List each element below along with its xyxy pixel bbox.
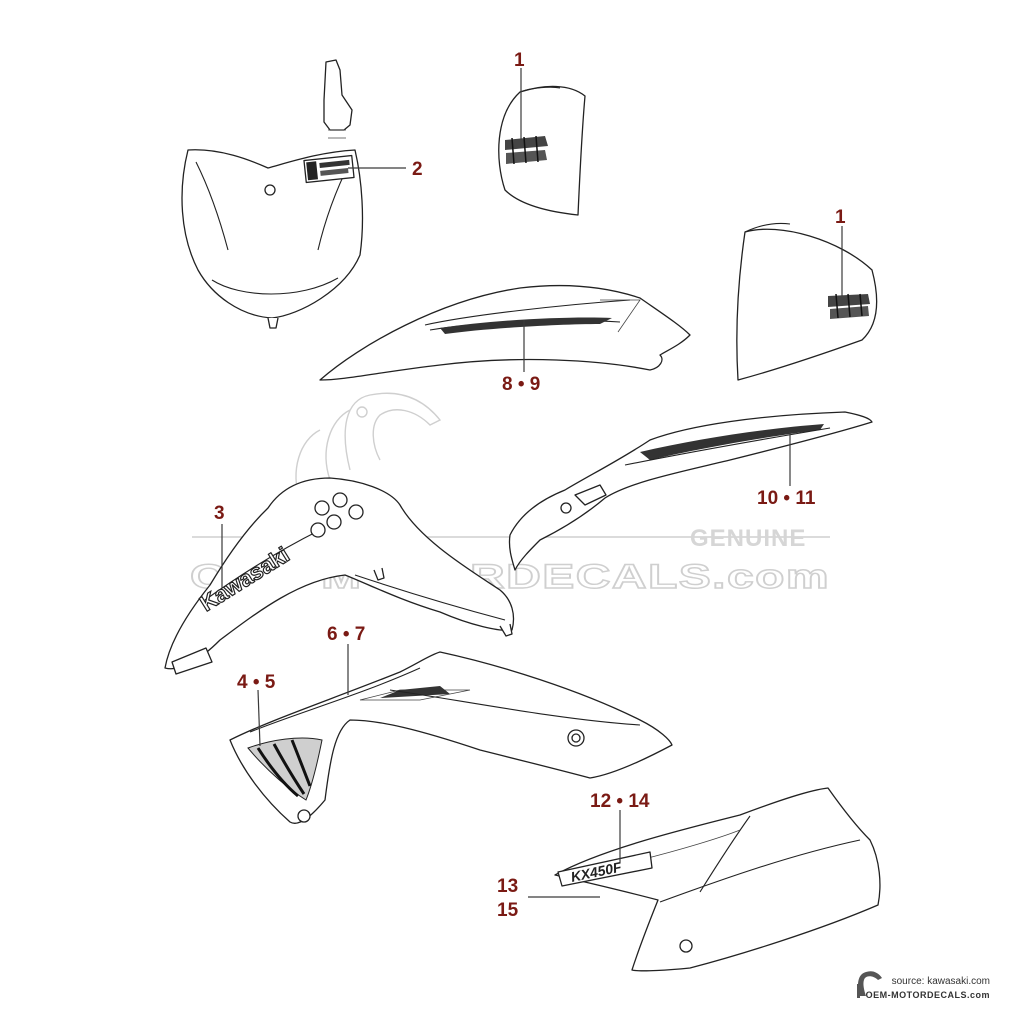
- fork-guard-right: [498, 85, 586, 216]
- decal-2-sponsor: [303, 154, 355, 184]
- decal-4-monster-claw: [247, 737, 323, 801]
- watermark: GENUINE OEM-MOTORDECALS.com: [189, 392, 830, 597]
- rear-fender: [508, 411, 873, 571]
- callout-8-9: 8 • 9: [502, 374, 540, 395]
- decal-1b-monster-claw: [828, 293, 870, 319]
- callout-13: 13: [497, 876, 518, 897]
- callout-2: 2: [412, 159, 423, 180]
- decal-1-monster-claw: [505, 135, 548, 165]
- shroud-bolt-holes: [310, 492, 364, 538]
- front-fender: [319, 284, 691, 381]
- source-credit: source: kawasaki.com: [891, 976, 990, 987]
- front-number-plate: [181, 59, 364, 329]
- callout-6-7: 6 • 7: [327, 624, 365, 645]
- callout-12-14: 12 • 14: [590, 791, 650, 812]
- callout-10-11: 10 • 11: [757, 488, 816, 509]
- callout-3: 3: [214, 503, 225, 524]
- site-credit: OEM-MOTORDECALS.com: [865, 990, 990, 1000]
- callout-15: 15: [497, 900, 519, 921]
- radiator-shroud-right: [229, 651, 673, 824]
- leader-lines: [221, 68, 843, 898]
- callout-labels: 1 1 2 3 4 • 5 6 • 7 8 • 9 10 • 11 12 • 1…: [214, 50, 846, 921]
- watermark-genuine: GENUINE: [690, 525, 806, 552]
- callout-1b: 1: [835, 207, 846, 228]
- callout-1a: 1: [514, 50, 525, 71]
- footer-bird-icon: [857, 971, 882, 998]
- side-number-plate: KX450F: [554, 787, 881, 972]
- fork-guard-left: [736, 222, 878, 381]
- callout-4-5: 4 • 5: [237, 672, 276, 693]
